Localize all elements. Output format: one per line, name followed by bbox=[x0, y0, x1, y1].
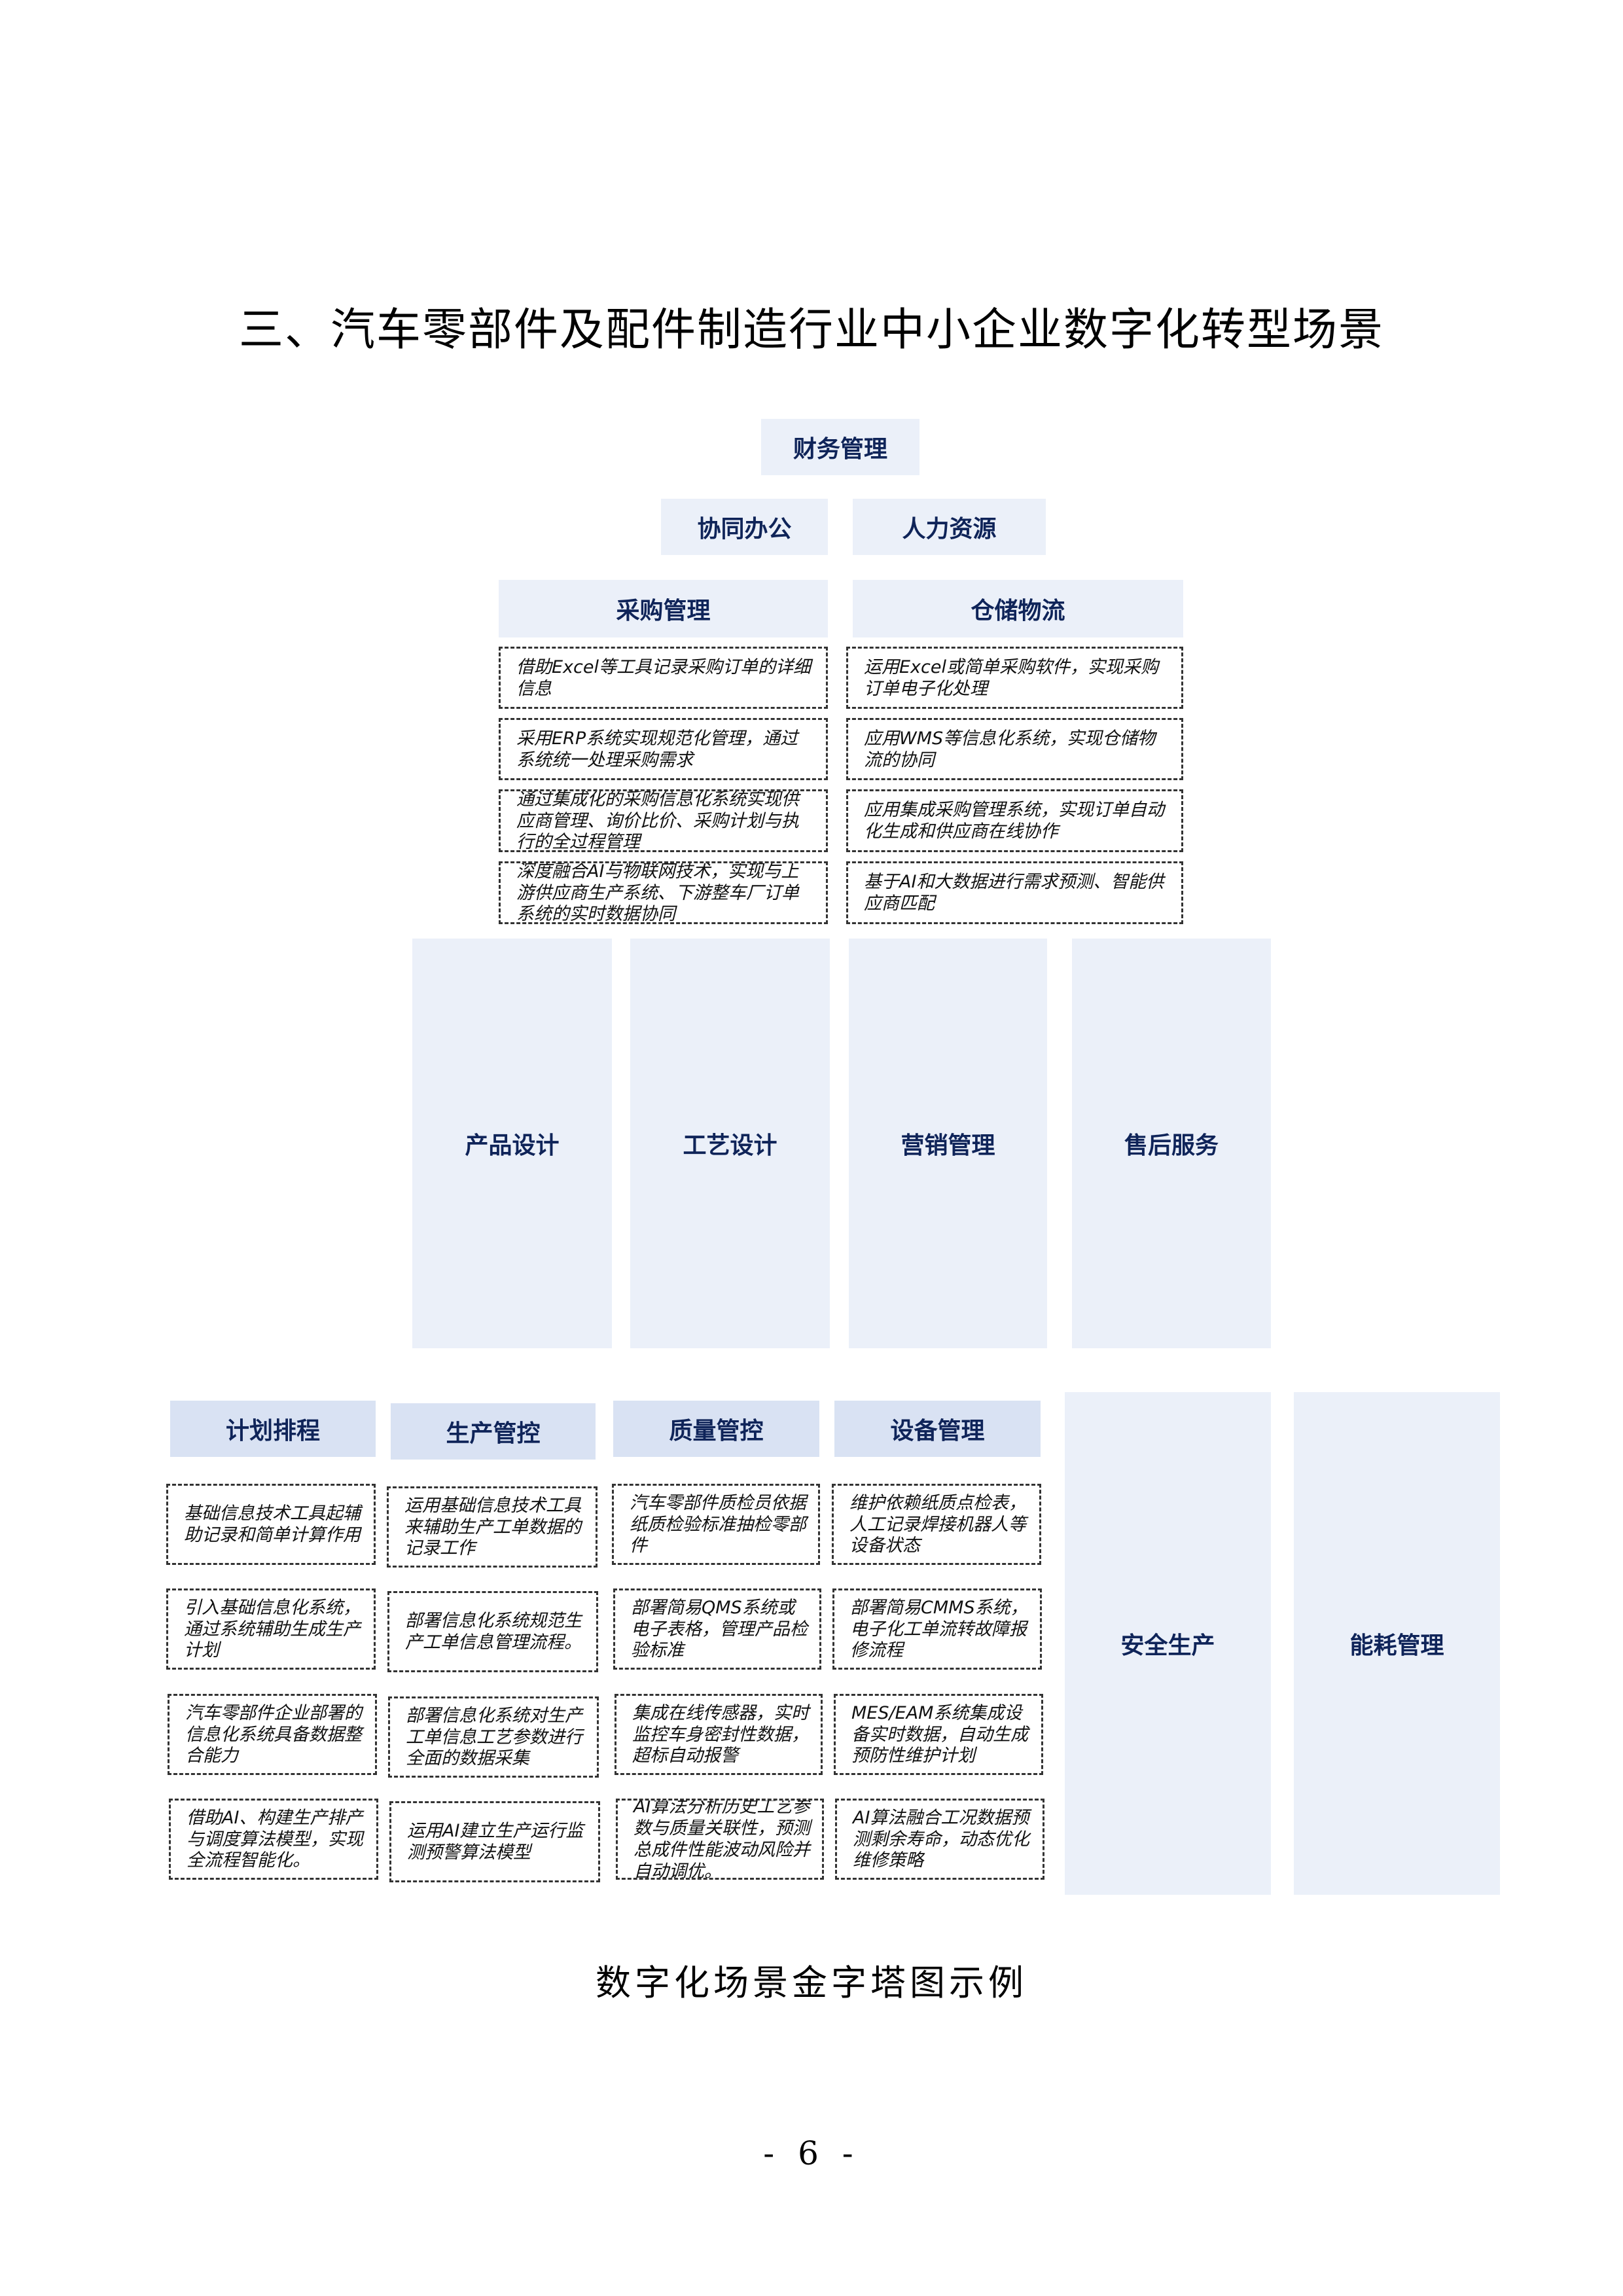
box-label: 售后服务 bbox=[1124, 1132, 1219, 1159]
note-text: 维护依赖纸质点检表，人工记录焊接机器人等设备状态 bbox=[849, 1492, 1026, 1556]
page-number: - 6 - bbox=[763, 2134, 860, 2172]
production-level-1: 运用基础信息技术工具来辅助生产工单数据的记录工作 bbox=[387, 1486, 597, 1568]
note-text: AI算法融合工况数据预测剩余寿命，动态优化维修策略 bbox=[853, 1807, 1029, 1871]
box-equipment-management: 设备管理 bbox=[834, 1401, 1041, 1457]
box-label: 安全生产 bbox=[1120, 1632, 1215, 1659]
note-text: 部署信息化系统对生产工单信息工艺参数进行全面的数据采集 bbox=[406, 1705, 582, 1769]
box-safe-production: 安全生产 bbox=[1065, 1392, 1271, 1895]
note-text: 基础信息技术工具起辅助记录和简单计算作用 bbox=[184, 1503, 361, 1545]
production-level-2: 部署信息化系统规范生产工单信息管理流程。 bbox=[387, 1591, 598, 1672]
box-production-control: 生产管控 bbox=[391, 1403, 596, 1460]
box-process-design: 工艺设计 bbox=[630, 939, 830, 1348]
box-collaborative-office: 协同办公 bbox=[661, 499, 828, 555]
warehouse-level-4: 基于AI和大数据进行需求预测、智能供应商匹配 bbox=[846, 861, 1183, 924]
note-text: 汽车零部件质检员依据纸质检验标准抽检零部件 bbox=[630, 1492, 806, 1556]
box-marketing-management: 营销管理 bbox=[849, 939, 1047, 1348]
planning-level-1: 基础信息技术工具起辅助记录和简单计算作用 bbox=[166, 1484, 376, 1565]
box-label: 质量管控 bbox=[669, 1418, 764, 1444]
procurement-level-2: 采用ERP系统实现规范化管理，通过系统统一处理采购需求 bbox=[499, 718, 828, 780]
page-title: 三、汽车零部件及配件制造行业中小企业数字化转型场景 bbox=[238, 304, 1384, 356]
box-finance-management: 财务管理 bbox=[761, 419, 919, 475]
box-quality-control: 质量管控 bbox=[613, 1401, 819, 1457]
box-label: 工艺设计 bbox=[683, 1132, 777, 1159]
equipment-level-4: AI算法融合工况数据预测剩余寿命，动态优化维修策略 bbox=[835, 1799, 1044, 1880]
note-text: 基于AI和大数据进行需求预测、智能供应商匹配 bbox=[864, 872, 1164, 914]
note-text: AI算法分析历史工艺参数与质量关联性，预测总成件性能波动风险并自动调优。 bbox=[633, 1799, 810, 1880]
equipment-level-1: 维护依赖纸质点检表，人工记录焊接机器人等设备状态 bbox=[832, 1484, 1041, 1565]
procurement-level-4: 深度融合AI与物联网技术，实现与上游供应商生产系统、下游整车厂订单系统的实时数据… bbox=[499, 861, 828, 924]
note-text: 借助AI、构建生产排产与调度算法模型，实现全流程智能化。 bbox=[187, 1807, 363, 1871]
procurement-level-1: 借助Excel等工具记录采购订单的详细信息 bbox=[499, 647, 828, 709]
box-warehouse-logistics: 仓储物流 bbox=[853, 580, 1183, 637]
box-human-resources: 人力资源 bbox=[853, 499, 1046, 555]
box-label: 设备管理 bbox=[890, 1418, 985, 1444]
box-label: 协同办公 bbox=[697, 516, 792, 543]
quality-level-3: 集成在线传感器，实时监控车身密封性数据，超标自动报警 bbox=[615, 1694, 823, 1775]
warehouse-level-3: 应用集成采购管理系统，实现订单自动化生成和供应商在线协作 bbox=[846, 789, 1183, 852]
box-energy-management: 能耗管理 bbox=[1294, 1392, 1500, 1895]
box-label: 能耗管理 bbox=[1349, 1632, 1444, 1659]
equipment-level-2: 部署简易CMMS系统，电子化工单流转故障报修流程 bbox=[832, 1588, 1042, 1670]
box-product-design: 产品设计 bbox=[412, 939, 612, 1348]
note-text: 深度融合AI与物联网技术，实现与上游供应商生产系统、下游整车厂订单系统的实时数据… bbox=[516, 861, 799, 924]
quality-level-2: 部署简易QMS系统或电子表格，管理产品检验标准 bbox=[613, 1588, 821, 1670]
note-text: 运用基础信息技术工具来辅助生产工单数据的记录工作 bbox=[404, 1495, 581, 1559]
note-text: 应用WMS等信息化系统，实现仓储物流的协同 bbox=[864, 728, 1156, 770]
box-label: 人力资源 bbox=[902, 516, 997, 543]
note-text: 运用AI建立生产运行监测预警算法模型 bbox=[407, 1821, 584, 1863]
planning-level-2: 引入基础信息化系统，通过系统辅助生成生产计划 bbox=[166, 1588, 376, 1670]
box-label: 财务管理 bbox=[793, 436, 887, 463]
note-text: MES/EAM系统集成设备实时数据，自动生成预防性维护计划 bbox=[851, 1702, 1028, 1767]
note-text: 运用Excel或简单采购软件，实现采购订单电子化处理 bbox=[864, 656, 1158, 699]
note-text: 汽车零部件企业部署的信息化系统具备数据整合能力 bbox=[185, 1702, 362, 1767]
procurement-level-3: 通过集成化的采购信息化系统实现供应商管理、询价比价、采购计划与执行的全过程管理 bbox=[499, 789, 828, 852]
quality-level-1: 汽车零部件质检员依据纸质检验标准抽检零部件 bbox=[612, 1484, 820, 1565]
figure-caption: 数字化场景金字塔图示例 bbox=[596, 1962, 1027, 2003]
planning-level-3: 汽车零部件企业部署的信息化系统具备数据整合能力 bbox=[168, 1694, 377, 1775]
box-planning-scheduling: 计划排程 bbox=[170, 1401, 376, 1457]
box-label: 采购管理 bbox=[616, 598, 711, 624]
equipment-level-3: MES/EAM系统集成设备实时数据，自动生成预防性维护计划 bbox=[834, 1694, 1043, 1775]
note-text: 部署简易CMMS系统，电子化工单流转故障报修流程 bbox=[850, 1597, 1028, 1661]
note-text: 部署信息化系统规范生产工单信息管理流程。 bbox=[405, 1611, 582, 1653]
production-level-3: 部署信息化系统对生产工单信息工艺参数进行全面的数据采集 bbox=[388, 1696, 599, 1778]
planning-level-4: 借助AI、构建生产排产与调度算法模型，实现全流程智能化。 bbox=[169, 1799, 378, 1880]
note-text: 通过集成化的采购信息化系统实现供应商管理、询价比价、采购计划与执行的全过程管理 bbox=[516, 789, 799, 852]
note-text: 部署简易QMS系统或电子表格，管理产品检验标准 bbox=[631, 1597, 808, 1661]
box-label: 仓储物流 bbox=[971, 598, 1065, 624]
note-text: 采用ERP系统实现规范化管理，通过系统统一处理采购需求 bbox=[516, 728, 798, 770]
production-level-4: 运用AI建立生产运行监测预警算法模型 bbox=[389, 1801, 600, 1882]
warehouse-level-1: 运用Excel或简单采购软件，实现采购订单电子化处理 bbox=[846, 647, 1183, 709]
warehouse-level-2: 应用WMS等信息化系统，实现仓储物流的协同 bbox=[846, 718, 1183, 780]
box-procurement-management: 采购管理 bbox=[499, 580, 828, 637]
note-text: 借助Excel等工具记录采购订单的详细信息 bbox=[516, 656, 811, 699]
note-text: 应用集成采购管理系统，实现订单自动化生成和供应商在线协作 bbox=[864, 800, 1164, 842]
note-text: 引入基础信息化系统，通过系统辅助生成生产计划 bbox=[184, 1597, 361, 1661]
box-label: 生产管控 bbox=[446, 1420, 541, 1447]
box-label: 产品设计 bbox=[465, 1132, 560, 1159]
box-label: 营销管理 bbox=[901, 1132, 995, 1159]
box-after-sales-service: 售后服务 bbox=[1072, 939, 1271, 1348]
quality-level-4: AI算法分析历史工艺参数与质量关联性，预测总成件性能波动风险并自动调优。 bbox=[616, 1799, 824, 1880]
box-label: 计划排程 bbox=[225, 1418, 320, 1444]
note-text: 集成在线传感器，实时监控车身密封性数据，超标自动报警 bbox=[632, 1702, 809, 1767]
